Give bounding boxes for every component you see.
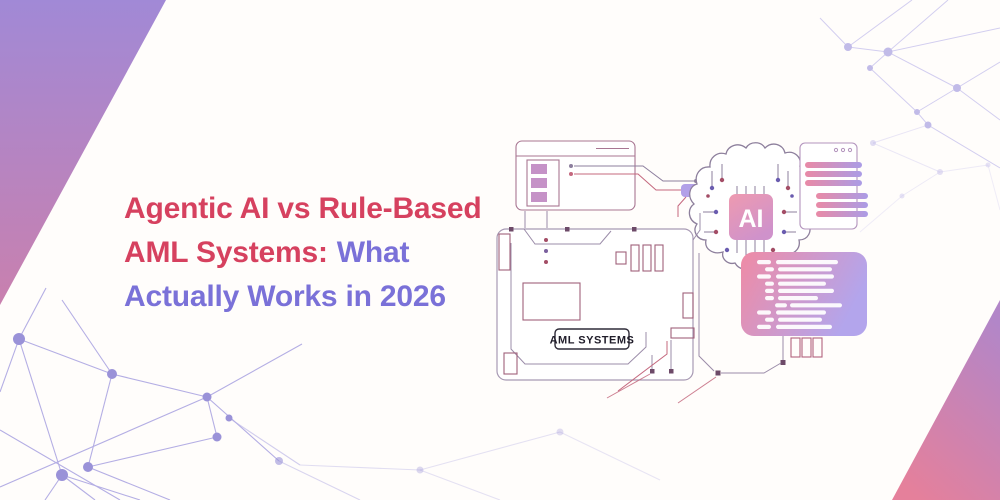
board-vias <box>509 227 674 374</box>
title-line2-rest-text: What <box>336 236 410 269</box>
corner-gradient-top-left <box>0 0 166 305</box>
brain-nodes <box>706 177 794 253</box>
browser-window-report <box>799 142 868 230</box>
board-label-text: AML SYSTEMS <box>550 335 635 347</box>
circuit-connectors-bottom <box>606 336 786 404</box>
report-bars <box>805 162 868 217</box>
network-pattern-top-right <box>819 0 1000 233</box>
ai-chip-label: AI <box>739 205 764 233</box>
window-controls <box>833 147 853 153</box>
ai-brain: AI <box>688 142 818 271</box>
board-traces <box>510 211 715 372</box>
board-pink-trace <box>617 341 668 392</box>
board-label-plate <box>554 328 630 350</box>
circuit-board: AML SYSTEMS <box>496 211 715 392</box>
title-line1-text: Agentic AI vs Rule-Based <box>124 192 482 225</box>
title-line2-accent-text: AML Systems: <box>124 236 328 269</box>
ai-chip <box>729 194 773 240</box>
title-line3-text: Actually Works in 2026 <box>124 280 446 313</box>
browser-window-list <box>515 140 636 211</box>
title-line-2: AML Systems:What <box>124 231 534 275</box>
title-line-1: Agentic AI vs Rule-Based <box>124 187 534 231</box>
list-item-blocks <box>531 164 547 202</box>
network-pattern-bottom-left <box>0 287 661 500</box>
connector-pins <box>790 337 823 358</box>
code-card <box>741 252 867 336</box>
brain-circuits <box>703 164 797 257</box>
board-components <box>498 233 695 375</box>
page-title: Agentic AI vs Rule-Based AML Systems:Wha… <box>124 187 534 319</box>
title-line-3: Actually Works in 2026 <box>124 275 534 319</box>
code-lines <box>757 260 842 329</box>
corner-gradient-bottom-right <box>892 300 1000 500</box>
